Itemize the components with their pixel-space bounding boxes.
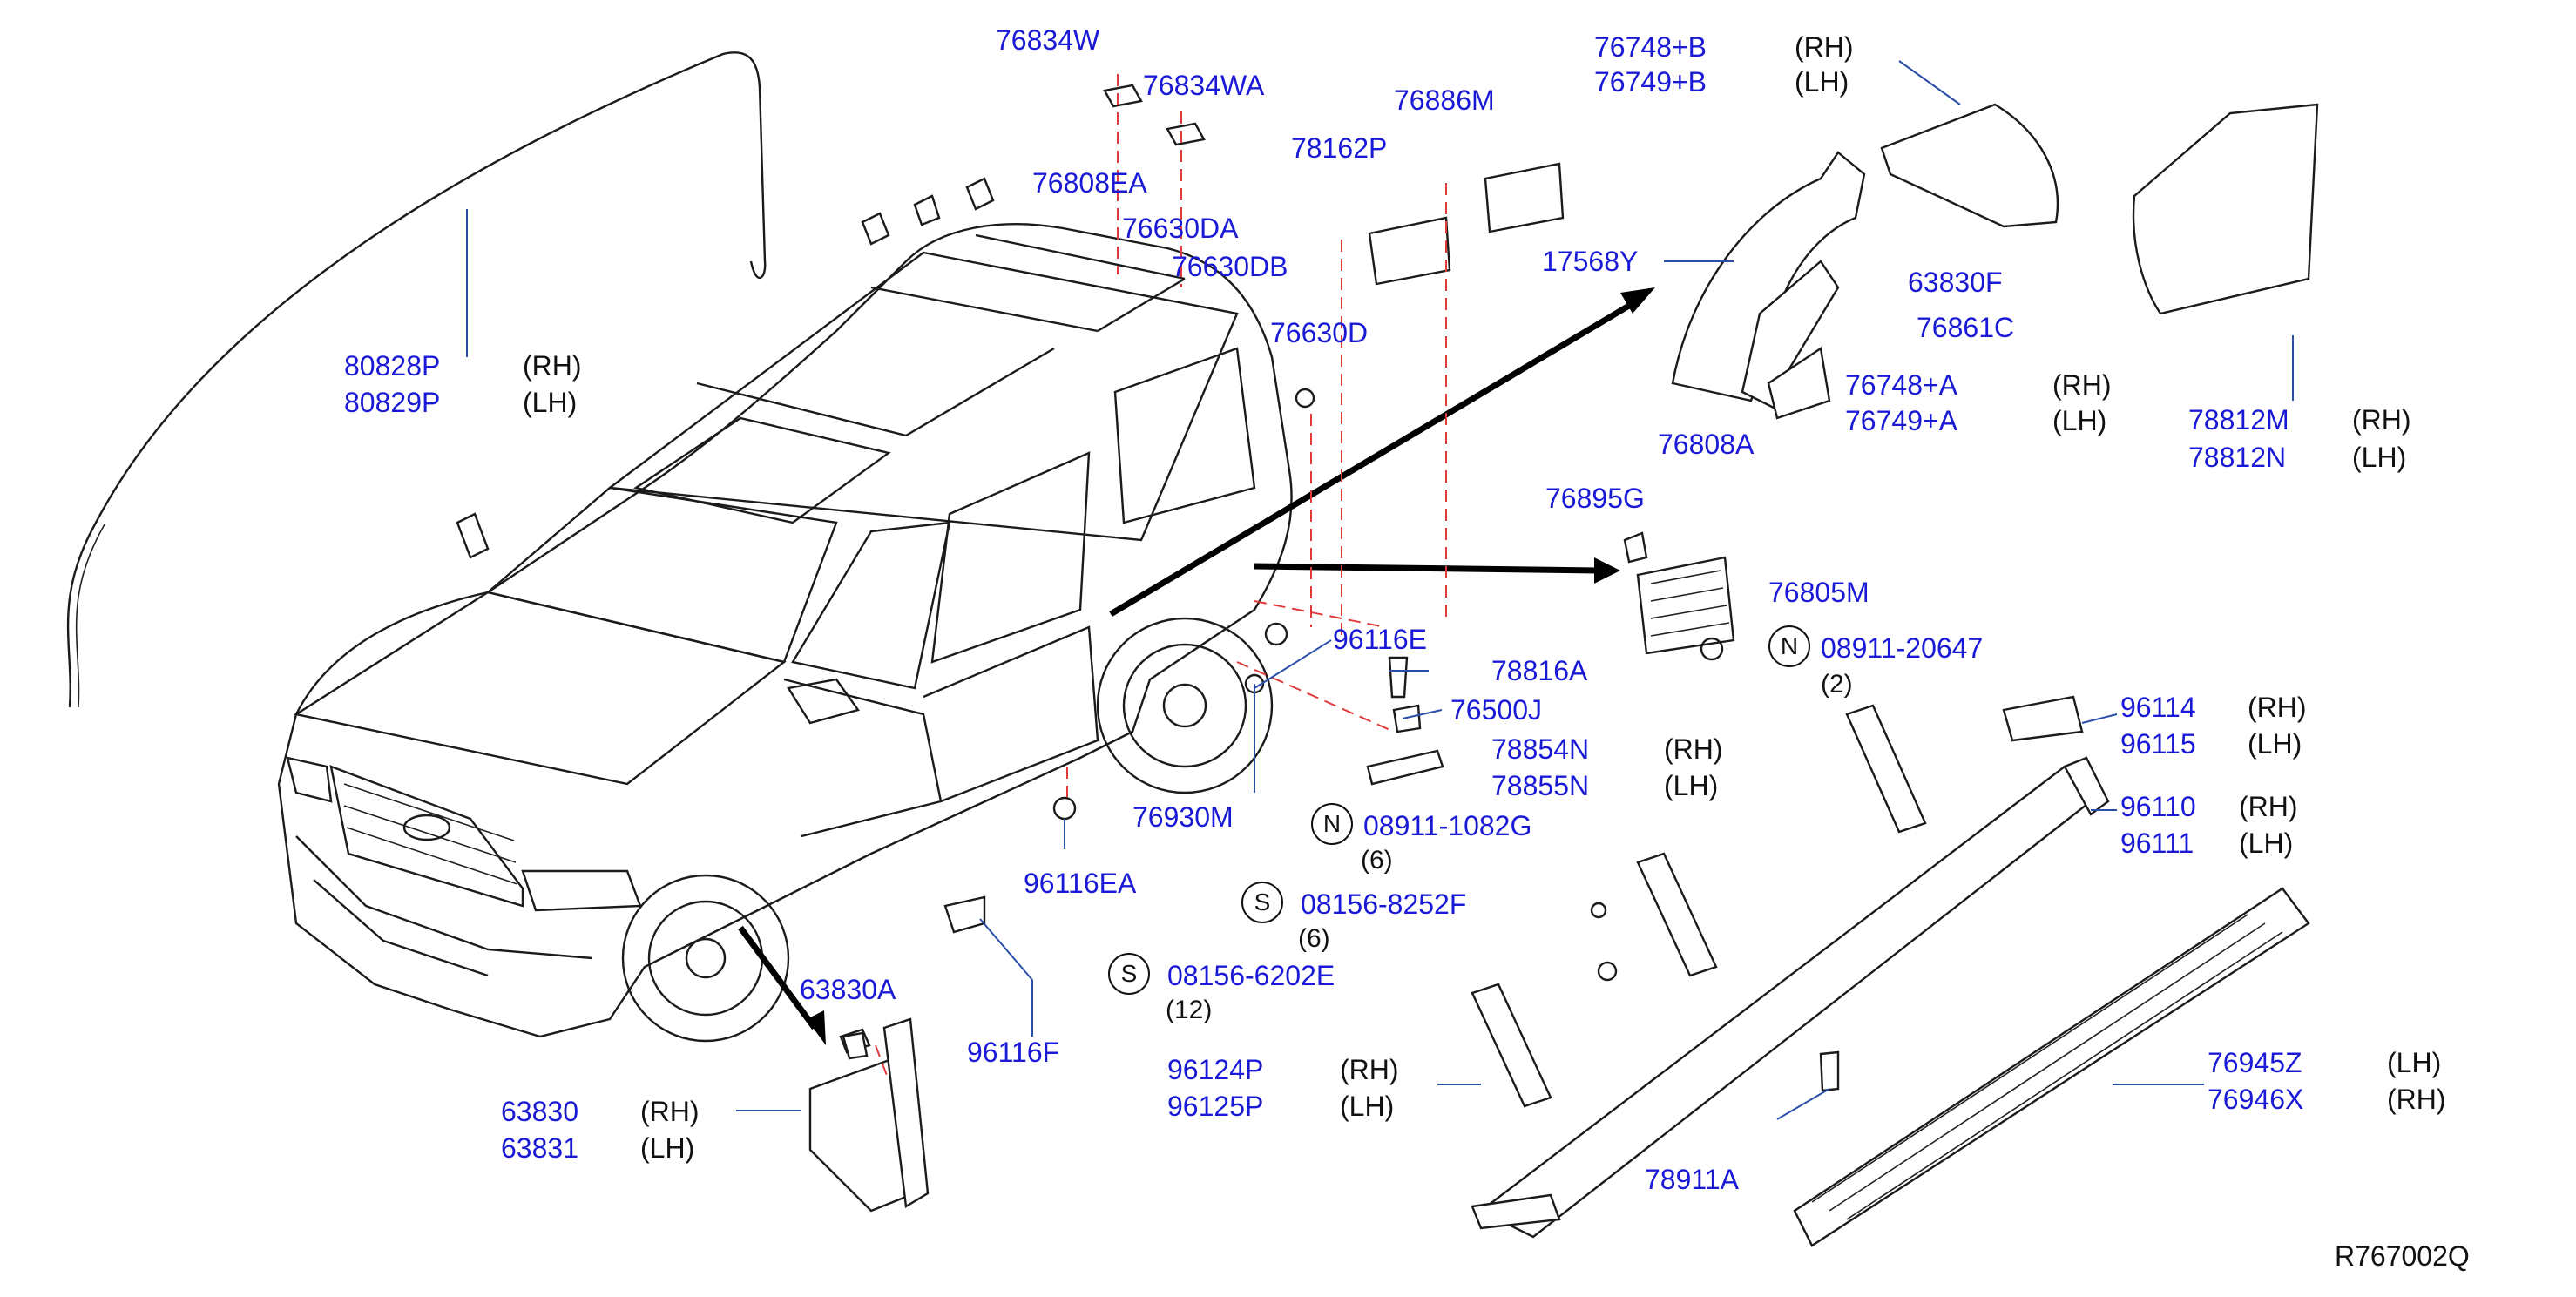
side-label: (LH)	[2248, 728, 2302, 760]
part-number-label: 63831	[501, 1132, 578, 1164]
part-number-label: 76946X	[2208, 1084, 2304, 1115]
part-number-label: 76808A	[1658, 429, 1755, 460]
running-board	[1471, 695, 2110, 1239]
nut-badge: N	[1311, 803, 1353, 845]
part-number-label: 76834WA	[1143, 70, 1265, 101]
part-number-label: 76630D	[1270, 317, 1369, 348]
rear-mud-guard	[2132, 103, 2319, 315]
part-number-label: 76749+A	[1845, 405, 1958, 436]
part-number-label: 78911A	[1645, 1164, 1739, 1195]
part-number-label: 78854N	[1491, 733, 1590, 765]
part-number-label: 76945Z	[2208, 1047, 2302, 1078]
part-number-label: 96114	[2120, 692, 2196, 723]
part-number-label: 78162P	[1291, 132, 1388, 164]
part-number-label: 96116E	[1333, 624, 1427, 655]
part-number-label: 08911-20647	[1821, 632, 1984, 664]
part-number-label: 96124P	[1167, 1054, 1264, 1085]
roof-molding	[66, 51, 767, 708]
side-label: (LH)	[1340, 1091, 1395, 1122]
part-number-label: 76630DA	[1122, 213, 1239, 244]
side-label: (LH)	[2239, 828, 2294, 859]
part-number-label: 76861C	[1917, 312, 2015, 343]
quantity-label: (6)	[1298, 924, 1330, 953]
part-number-label: 76748+B	[1594, 31, 1707, 63]
side-label: (RH)	[2248, 692, 2307, 723]
part-number-label: 76805M	[1768, 577, 1869, 608]
screw-badge: S	[1241, 882, 1283, 923]
part-number-label: 78812N	[2188, 442, 2287, 473]
diagram-reference: R767002Q	[2335, 1240, 2470, 1272]
part-number-label: 76834W	[996, 24, 1100, 56]
screw-badge: S	[1108, 953, 1150, 995]
quantity-label: (12)	[1166, 996, 1213, 1024]
part-number-label: 76886M	[1394, 84, 1495, 116]
dashed-guides	[875, 74, 1447, 1081]
side-label: (LH)	[1664, 770, 1719, 801]
side-label: (RH)	[640, 1096, 700, 1127]
part-number-label: 80828P	[344, 350, 441, 382]
side-label: (LH)	[2387, 1047, 2442, 1078]
side-label: (RH)	[523, 350, 582, 382]
part-number-label: 08156-8252F	[1301, 888, 1467, 920]
nut-badge: N	[1768, 625, 1810, 667]
side-label: (RH)	[2387, 1084, 2446, 1115]
part-number-label: 76808EA	[1032, 167, 1147, 199]
part-number-label: 76749+B	[1594, 66, 1707, 98]
vehicle-illustration	[277, 177, 1293, 1043]
part-number-label: 78816A	[1491, 655, 1588, 686]
pointer-arrows	[738, 287, 1655, 1045]
part-number-label: 96116EA	[1024, 868, 1137, 899]
side-label: (RH)	[1664, 733, 1723, 765]
part-number-label: 80829P	[344, 387, 441, 418]
part-number-label: 76930M	[1132, 801, 1234, 833]
part-number-label: 76630DB	[1172, 251, 1288, 282]
side-label: (RH)	[2239, 791, 2298, 822]
part-number-label: 76500J	[1450, 694, 1542, 726]
side-label: (LH)	[2052, 405, 2107, 436]
quantity-label: (6)	[1361, 846, 1393, 875]
fender-liner	[1671, 103, 2059, 420]
small-parts	[839, 84, 1565, 1054]
step-pad	[1793, 887, 2310, 1247]
part-number-label: 63830F	[1908, 267, 2003, 298]
air-vent	[1623, 531, 1735, 661]
part-number-label: 76895G	[1545, 483, 1645, 514]
quantity-label: (2)	[1821, 670, 1853, 699]
side-label: (RH)	[2052, 369, 2112, 401]
side-label: (RH)	[1340, 1054, 1399, 1085]
part-number-label: 96111	[2120, 828, 2194, 859]
part-number-label: 63830	[501, 1096, 578, 1127]
front-mud-guard	[808, 1017, 930, 1213]
part-number-label: 96110	[2120, 791, 2196, 822]
part-number-label: 08156-6202E	[1167, 960, 1335, 991]
side-label: (RH)	[1795, 31, 1854, 63]
part-number-label: 96115	[2120, 728, 2196, 760]
side-label: (LH)	[2352, 442, 2407, 473]
part-number-label: 78812M	[2188, 404, 2289, 436]
part-number-label: 76748+A	[1845, 369, 1958, 401]
side-label: (LH)	[523, 387, 578, 418]
part-number-label: 96125P	[1167, 1091, 1264, 1122]
leader-lines	[466, 60, 2294, 1120]
side-label: (LH)	[1795, 66, 1849, 98]
part-number-label: 96116F	[967, 1037, 1060, 1068]
part-number-label: 63830A	[800, 974, 896, 1005]
side-label: (RH)	[2352, 404, 2411, 436]
part-number-label: 78855N	[1491, 770, 1590, 801]
part-number-label: 08911-1082G	[1363, 810, 1532, 841]
side-label: (LH)	[640, 1132, 695, 1164]
part-number-label: 17568Y	[1542, 246, 1639, 277]
